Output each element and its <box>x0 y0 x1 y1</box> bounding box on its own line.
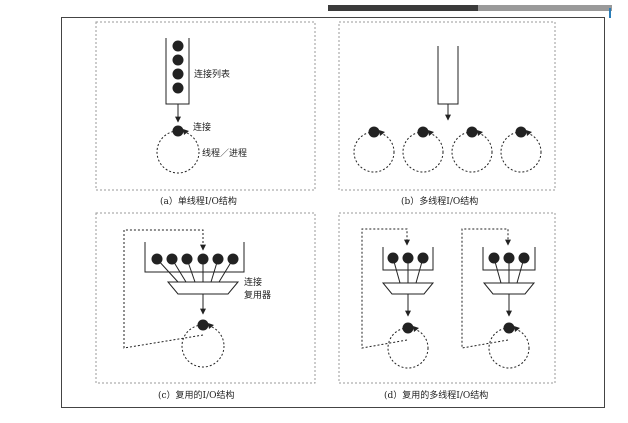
thread-loop <box>451 131 493 173</box>
thread-loop <box>387 327 429 369</box>
active-connection <box>402 322 414 334</box>
scrollbar-thumb[interactable] <box>609 8 611 18</box>
figure-frame <box>61 17 605 408</box>
panel-a-single-thread: 连接列表 连接 线程／进程 (a）单线程I/O结构 <box>95 21 316 207</box>
caption-a: (a）单线程I/O结构 <box>160 195 237 207</box>
thread-loop-arrow <box>379 130 385 136</box>
active-connection <box>515 126 527 138</box>
label-mux-line1: 连接 <box>244 276 262 288</box>
thread-loop-arrow <box>413 326 419 332</box>
connection-node <box>402 252 414 264</box>
top-progress-bar <box>328 5 612 11</box>
thread-loop-arrow <box>428 130 434 136</box>
multiplexer-block <box>482 282 536 295</box>
multiplexer-block <box>381 282 435 295</box>
panel-a-border <box>95 21 316 191</box>
connection-node <box>387 252 399 264</box>
label-connection-list: 连接列表 <box>194 68 230 80</box>
connection-node <box>518 252 530 264</box>
thread-loop <box>500 131 542 173</box>
thread-loop-arrow <box>477 130 483 136</box>
thread-loop <box>156 130 200 174</box>
thread-loop-arrow <box>514 326 520 332</box>
connection-node <box>197 253 209 265</box>
active-connection <box>417 126 429 138</box>
active-connection <box>368 126 380 138</box>
thread-loop <box>402 131 444 173</box>
multiplexer-block <box>166 281 240 295</box>
thread-loop <box>181 324 225 368</box>
return-path <box>361 228 410 349</box>
progress-bar-track <box>478 5 612 11</box>
panel-b-multi-thread: (b）多线程I/O结构 <box>338 21 556 207</box>
panel-c-multiplexed: 连接 复用器 (c）复用的I/O结构 <box>95 212 316 401</box>
caption-b: (b）多线程I/O结构 <box>401 195 478 207</box>
queued-connection <box>172 68 184 80</box>
active-connection <box>197 319 209 331</box>
thread-loop-arrow <box>526 130 532 136</box>
return-path <box>123 229 206 349</box>
panel-d-multiplexed-multi-thread: (d）复用的多线程I/O结构 <box>338 212 556 401</box>
connection-node <box>227 253 239 265</box>
panel-c-border <box>95 212 316 384</box>
connection-node <box>503 252 515 264</box>
connection-pool <box>144 242 245 273</box>
label-thread-process: 线程／进程 <box>202 147 247 159</box>
active-connection <box>466 126 478 138</box>
connection-queue <box>437 46 459 105</box>
label-mux-line2: 复用器 <box>244 289 271 301</box>
panel-b-border <box>338 21 556 191</box>
connection-node <box>151 253 163 265</box>
queued-connection <box>172 40 184 52</box>
connection-node <box>166 253 178 265</box>
connection-node <box>212 253 224 265</box>
return-path <box>461 228 511 349</box>
active-connection <box>503 322 515 334</box>
caption-d: (d）复用的多线程I/O结构 <box>384 389 488 401</box>
connection-node <box>488 252 500 264</box>
connection-node <box>417 252 429 264</box>
panel-d-border <box>338 212 556 384</box>
connection-node <box>181 253 193 265</box>
thread-loop-arrow <box>183 129 189 135</box>
thread-loop <box>488 327 530 369</box>
label-connection: 连接 <box>193 121 211 133</box>
queued-connection <box>172 54 184 66</box>
active-connection <box>172 125 184 137</box>
progress-bar-filled <box>328 5 478 11</box>
caption-c: (c）复用的I/O结构 <box>158 389 235 401</box>
thread-loop <box>353 131 395 173</box>
queued-connection <box>172 82 184 94</box>
thread-loop-arrow <box>208 323 214 329</box>
